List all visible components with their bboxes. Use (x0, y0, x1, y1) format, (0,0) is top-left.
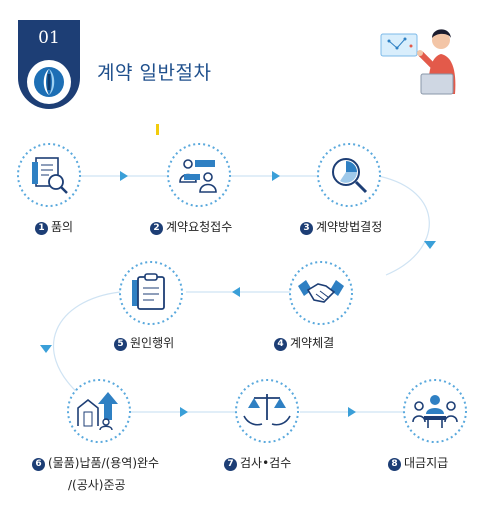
arrow-down-5 (40, 345, 52, 353)
step-number-2: 2 (150, 222, 163, 235)
meeting-icon (412, 395, 458, 428)
arrow-left-4 (232, 287, 240, 297)
step-label-6-line2: /(공사)준공 (68, 478, 126, 492)
step-node-7 (234, 378, 300, 444)
page-title: 계약 일반절차 (97, 62, 212, 84)
arrow-right-1 (120, 171, 128, 181)
highlight-marker (156, 124, 159, 135)
step-node-1 (16, 142, 82, 208)
step-node-2 (166, 142, 232, 208)
scales-icon (243, 394, 291, 426)
arrow-right-7 (348, 407, 356, 417)
step-number-3: 3 (300, 222, 313, 235)
chart-magnifier-icon (332, 158, 368, 194)
clipboard-icon (132, 273, 165, 310)
document-magnifier-icon (32, 157, 68, 194)
step-number-8: 8 (388, 458, 401, 471)
step-number-badge: 01 (18, 20, 80, 112)
arrow-down-3 (424, 241, 436, 249)
step-node-4 (288, 260, 354, 326)
step-node-5 (118, 260, 184, 326)
badge-number: 01 (38, 28, 60, 48)
arrow-right-6 (180, 407, 188, 417)
step-label-6: 6(물품)납품/(용역)완수 (32, 454, 159, 471)
building-upload-icon (77, 392, 118, 431)
step-number-4: 4 (274, 338, 287, 351)
step-number-6: 6 (32, 458, 45, 471)
step-node-6 (66, 378, 132, 444)
people-form-icon (179, 159, 217, 193)
step-number-1: 1 (35, 222, 48, 235)
step-number-7: 7 (224, 458, 237, 471)
logo-icon (34, 67, 64, 97)
step-node-8 (402, 378, 468, 444)
handshake-icon (298, 280, 344, 303)
step-node-3 (316, 142, 382, 208)
person-laptop-illustration (375, 24, 471, 96)
arrow-right-2 (272, 171, 280, 181)
step-number-5: 5 (114, 338, 127, 351)
